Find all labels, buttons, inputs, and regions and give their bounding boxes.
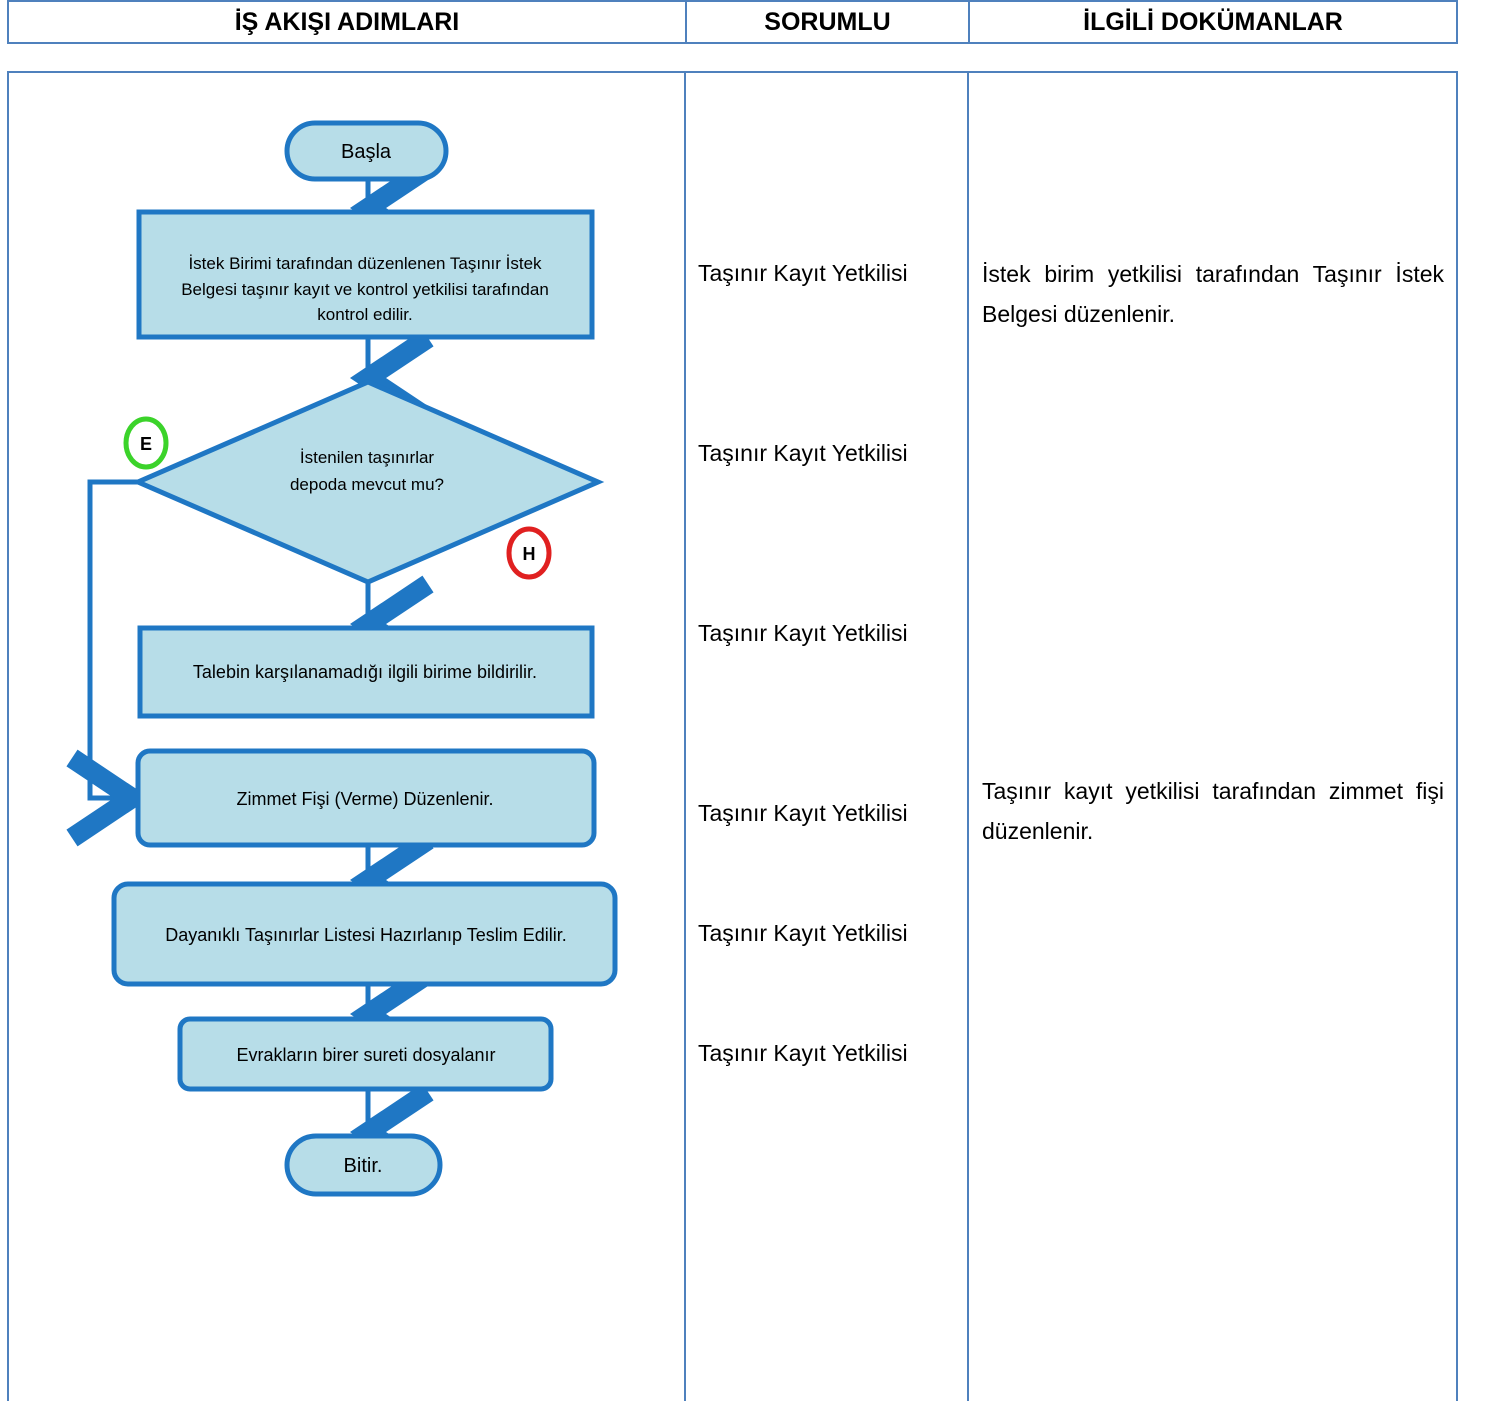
- no-label: H: [523, 544, 536, 564]
- step-notify-unit: Talebin karşılanamadığı ilgili birime bi…: [137, 625, 595, 719]
- table-header: İŞ AKIŞI ADIMLARI SORUMLU İLGİLİ DOKÜMAN…: [7, 0, 1458, 44]
- step-durable-list: Dayanıklı Taşınırlar Listesi Hazırlanıp …: [111, 881, 618, 987]
- end-label: Bitir.: [344, 1155, 383, 1177]
- decision-line2: depoda mevcut mu?: [290, 475, 444, 494]
- step1-line2: Belgesi taşınır kayıt ve kontrol yetkili…: [181, 280, 549, 299]
- yes-badge: E: [123, 416, 169, 470]
- decision-in-stock: İstenilen taşınırlar depoda mevcut mu?: [131, 379, 605, 585]
- header-workflow-steps: İŞ AKIŞI ADIMLARI: [234, 7, 460, 36]
- no-badge: H: [506, 526, 552, 580]
- responsible-entry: Taşınır Kayıt Yetkilisi: [698, 620, 908, 646]
- responsible-entry: Taşınır Kayıt Yetkilisi: [698, 800, 908, 826]
- yes-label: E: [140, 434, 152, 454]
- arrow-yes-to-zimmet: [66, 479, 151, 847]
- document-note: Taşınır kayıt yetkilisi tarafından zimme…: [982, 778, 1444, 844]
- step-no-label: Talebin karşılanamadığı ilgili birime bi…: [193, 662, 537, 682]
- responsible-entry: Taşınır Kayıt Yetkilisi: [698, 440, 908, 466]
- step-file-label: Evrakların birer sureti dosyalanır: [236, 1045, 495, 1065]
- column-divider: [967, 73, 969, 1401]
- step-list-label: Dayanıklı Taşınırlar Listesi Hazırlanıp …: [165, 925, 566, 945]
- column-divider: [684, 73, 686, 1401]
- header-responsible: SORUMLU: [685, 2, 968, 42]
- step-zimmet-label: Zimmet Fişi (Verme) Düzenlenir.: [236, 789, 493, 809]
- responsible-entry: Taşınır Kayıt Yetkilisi: [698, 1040, 908, 1066]
- header-related-documents: İLGİLİ DOKÜMANLAR: [968, 2, 1456, 42]
- step-zimmet: Zimmet Fişi (Verme) Düzenlenir.: [135, 748, 597, 848]
- step-check-request: İstek Birimi tarafından düzenlenen Taşın…: [136, 209, 595, 340]
- end-node: Bitir.: [284, 1133, 443, 1197]
- responsible-entry: Taşınır Kayıt Yetkilisi: [698, 920, 908, 946]
- step1-line3: kontrol edilir.: [317, 305, 412, 324]
- step1-line1: İstek Birimi tarafından düzenlenen Taşın…: [188, 254, 542, 273]
- step-file-copies: Evrakların birer sureti dosyalanır: [177, 1016, 554, 1092]
- flow-connectors: [66, 159, 434, 1181]
- decision-line1: İstenilen taşınırlar: [300, 448, 435, 467]
- document-note: İstek birim yetkilisi tarafından Taşınır…: [982, 261, 1444, 327]
- start-label: Başla: [341, 141, 392, 163]
- table-body: [7, 71, 1458, 1401]
- responsible-entry: Taşınır Kayıt Yetkilisi: [698, 260, 908, 286]
- start-node: Başla: [284, 120, 449, 182]
